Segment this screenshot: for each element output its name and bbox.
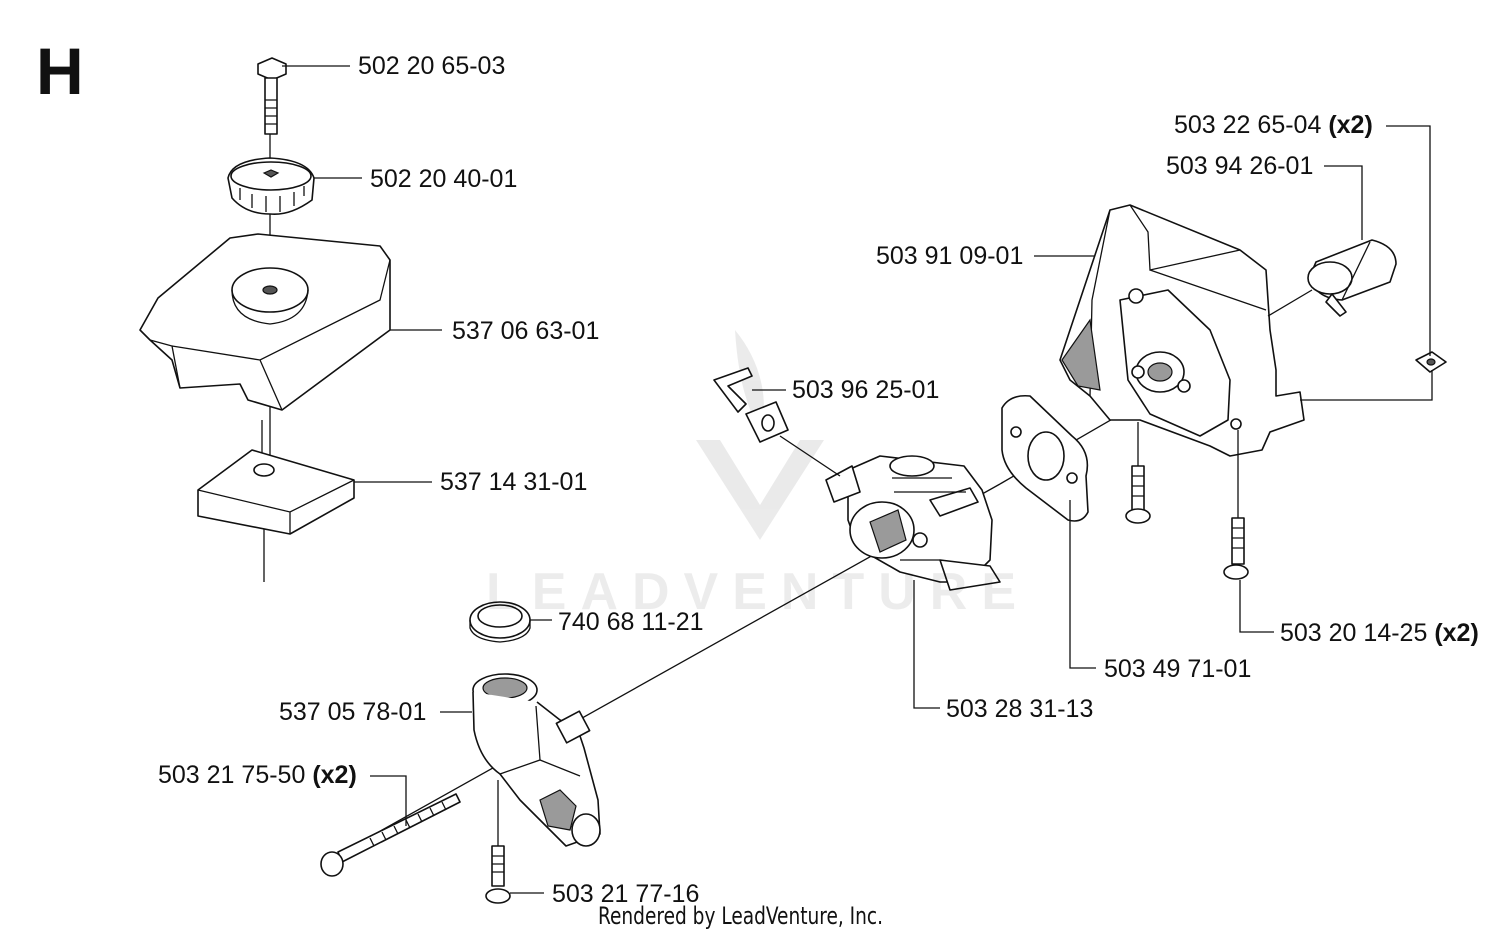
bolt-part	[257, 57, 287, 135]
choke-lever-part	[713, 367, 841, 477]
callout-qty: (x2)	[312, 761, 357, 789]
long-bolt-part	[320, 793, 461, 877]
callout-label[interactable]: 537 06 63-01	[452, 317, 600, 345]
callout-label[interactable]: 503 22 65-04 (x2)	[1174, 111, 1373, 139]
callout-label[interactable]: 503 21 77-16	[552, 880, 700, 908]
watermark-text: LEADVENTURE	[486, 563, 1031, 621]
leadventure-logo-icon	[696, 330, 824, 540]
seal-ring-part	[469, 601, 531, 643]
footer-credit: Rendered by LeadVenture, Inc.	[598, 902, 884, 930]
callout-label[interactable]: 503 20 14-25 (x2)	[1280, 619, 1479, 647]
callout-label[interactable]: 503 94 26-01	[1166, 152, 1314, 180]
callout-label[interactable]: 502 20 40-01	[370, 165, 518, 193]
callout-label[interactable]: 503 96 25-01	[792, 376, 940, 404]
short-bolt-part	[485, 780, 511, 904]
gasket-part	[1001, 394, 1089, 522]
callout-qty: (x2)	[1328, 111, 1373, 139]
housing-bolt-part	[1125, 422, 1249, 580]
air-filter-cover-part	[139, 233, 391, 411]
breather-tube-part	[1307, 239, 1397, 317]
callout-label[interactable]: 502 20 65-03	[358, 52, 506, 80]
callout-label[interactable]: 503 28 31-13	[946, 695, 1094, 723]
section-letter: H	[36, 34, 84, 108]
filter-housing-part	[1059, 204, 1313, 457]
callout-label[interactable]: 537 05 78-01	[279, 698, 427, 726]
carburetor-part	[825, 455, 1001, 591]
square-nut-part	[1415, 351, 1447, 373]
intake-elbow-part	[472, 673, 601, 847]
leader-lines	[282, 65, 1433, 894]
callout-qty: (x2)	[1434, 619, 1479, 647]
callout-label[interactable]: 503 91 09-01	[876, 242, 1024, 270]
callout-label[interactable]: 740 68 11-21	[558, 608, 704, 636]
callout-label[interactable]: 503 49 71-01	[1104, 655, 1252, 683]
callout-label[interactable]: 537 14 31-01	[440, 468, 588, 496]
air-filter-part	[197, 449, 355, 535]
callout-label[interactable]: 503 21 75-50 (x2)	[158, 761, 357, 789]
knob-part	[227, 157, 315, 216]
